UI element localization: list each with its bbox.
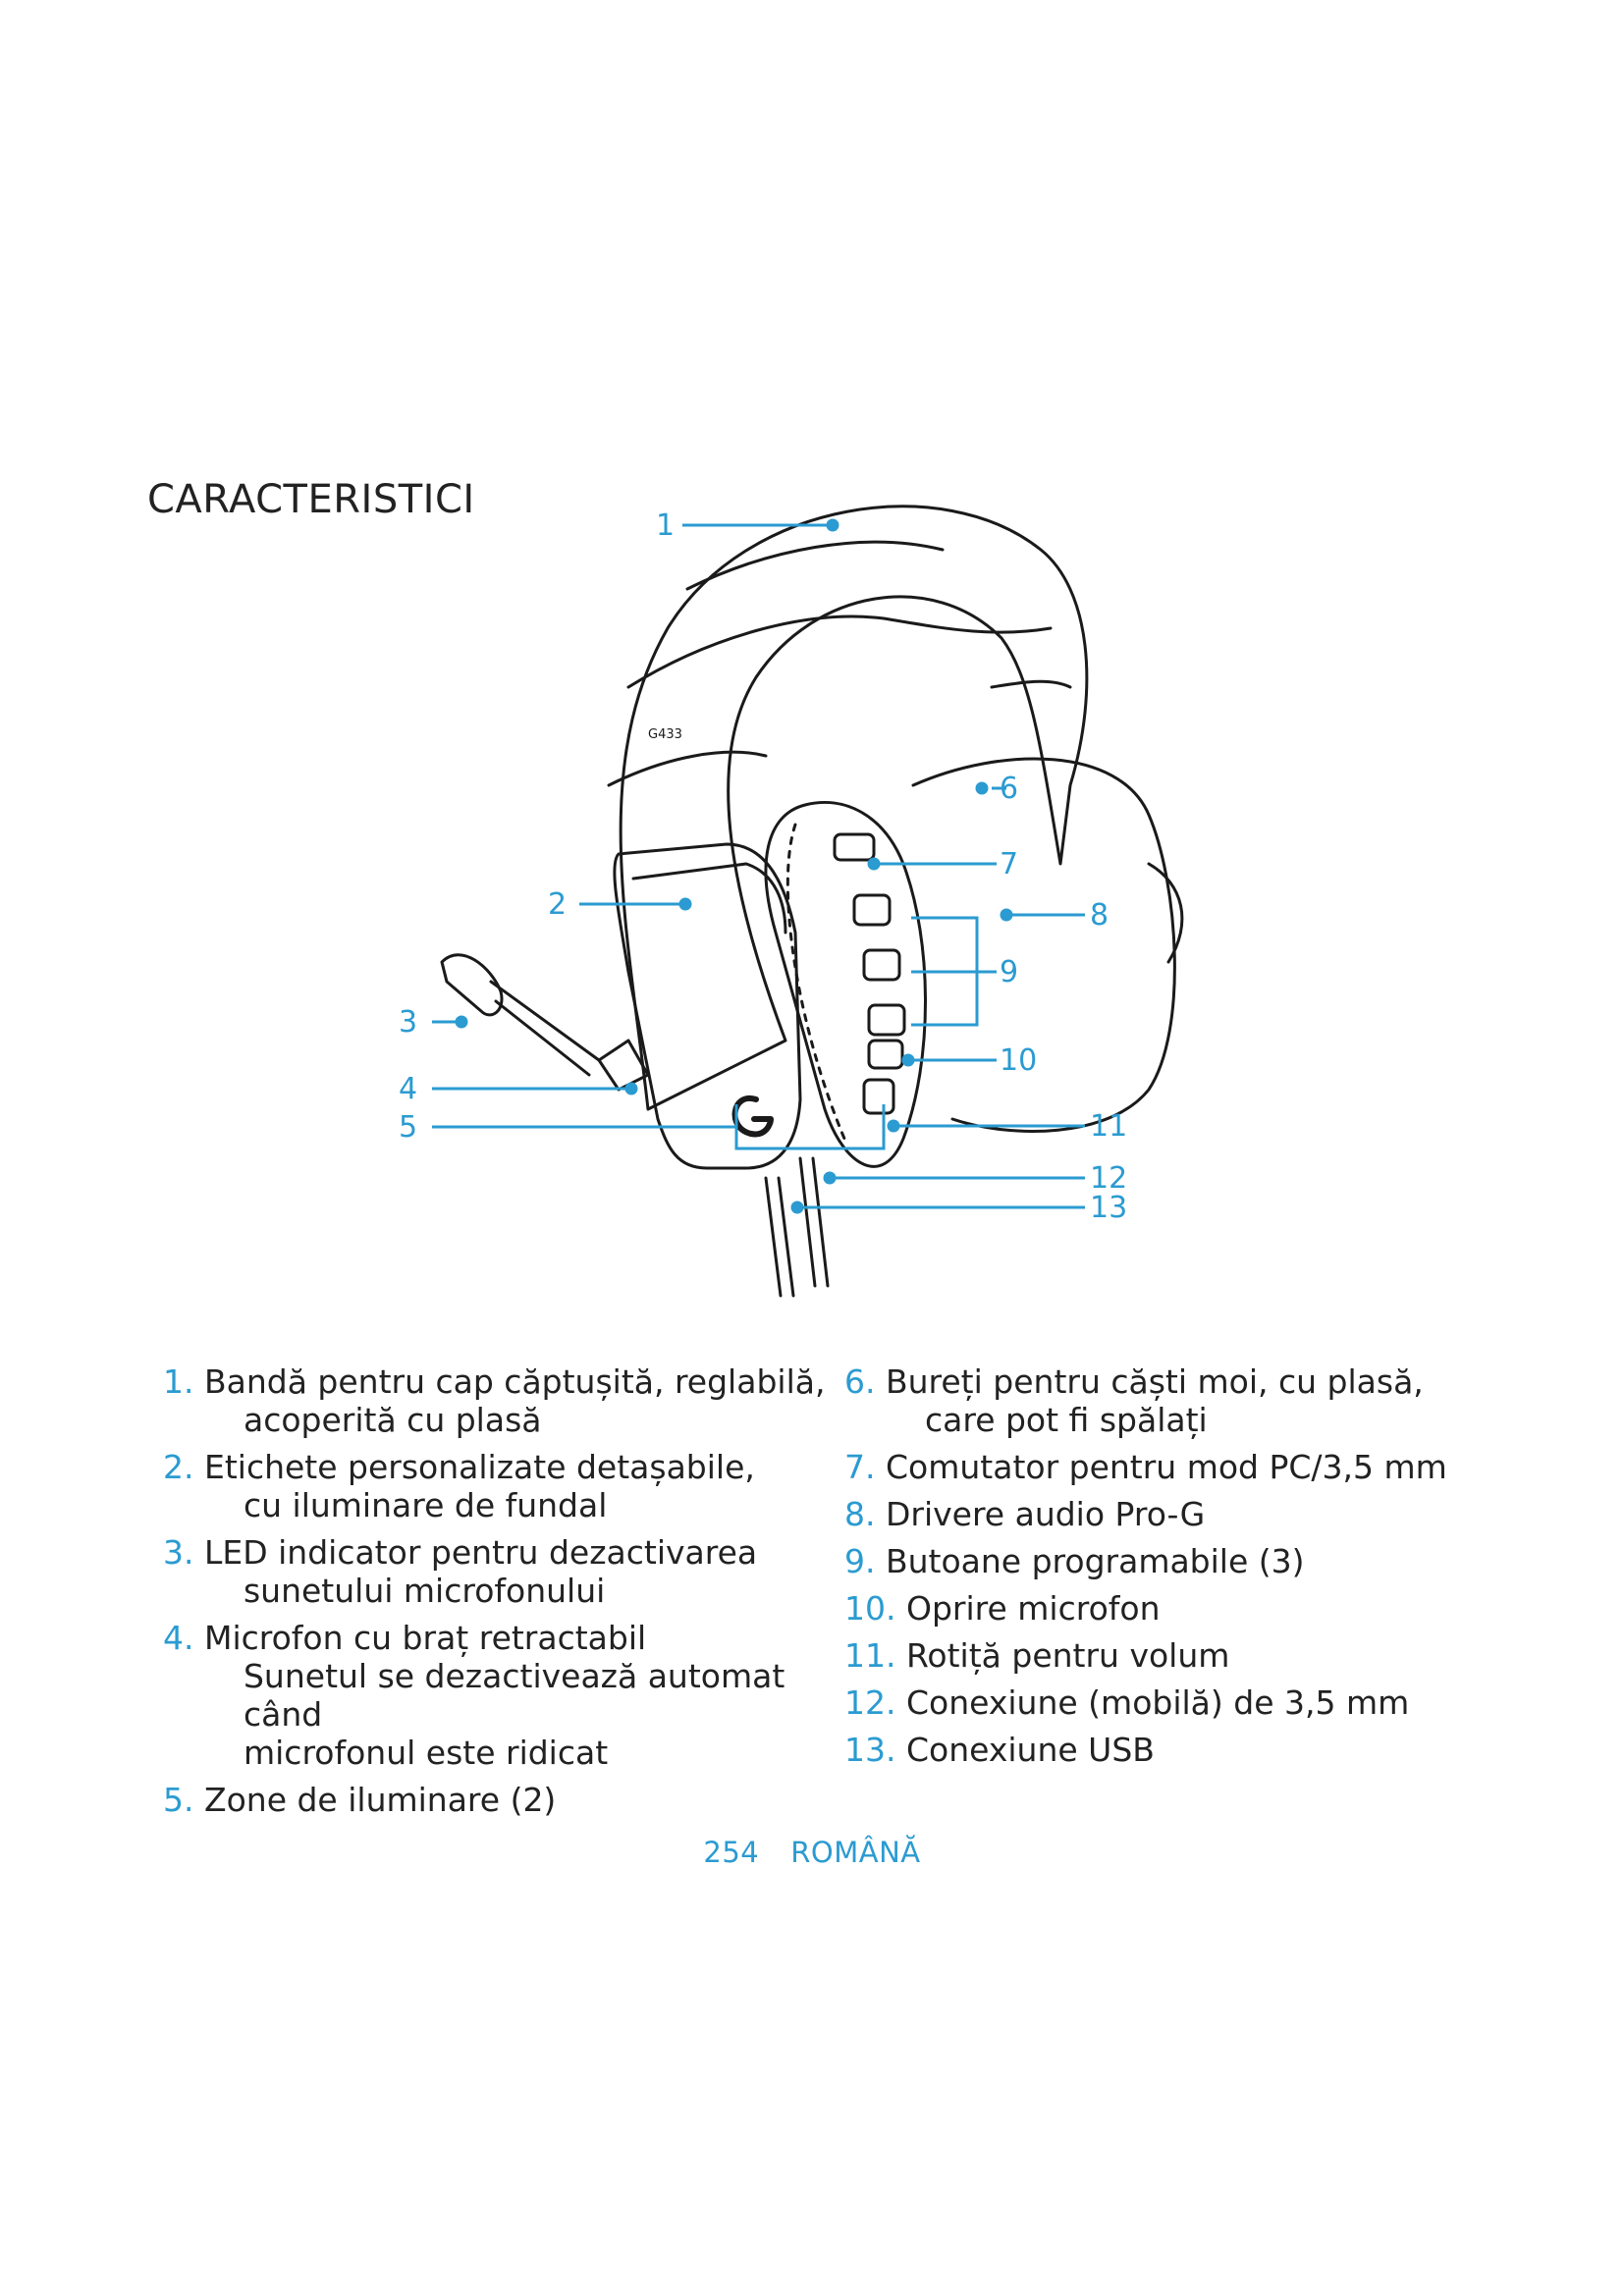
legend-item-line: acoperită cu plasă bbox=[243, 1401, 542, 1439]
cable-usb bbox=[764, 1176, 795, 1298]
legend-item-line: Microfon cu braț retractabil bbox=[203, 1619, 647, 1657]
near-earcup bbox=[764, 801, 927, 1168]
legend-item: 5. Zone de iluminare (2) bbox=[163, 1781, 831, 1819]
legend-item-number: 5. bbox=[163, 1781, 204, 1819]
cable-35mm bbox=[798, 1156, 830, 1288]
legend-item-line: microfonul este ridicat bbox=[243, 1734, 609, 1772]
callout-12: 12 bbox=[1090, 1161, 1127, 1196]
legend-item-number: 7. bbox=[844, 1448, 886, 1486]
legend-item: 1. Bandă pentru cap căptușită, reglabilă… bbox=[163, 1362, 831, 1439]
legend-item-text: Etichete personalizate detașabile,cu ilu… bbox=[204, 1448, 831, 1524]
legend-item-line: Etichete personalizate detașabile, bbox=[203, 1448, 755, 1486]
legend-right: 6. Bureți pentru căști moi, cu plasă,car… bbox=[844, 1362, 1473, 1778]
model-label: G433 bbox=[648, 727, 682, 742]
legend-item-number: 3. bbox=[163, 1533, 204, 1572]
legend-item-text: Bandă pentru cap căptușită, reglabilă,ac… bbox=[204, 1362, 831, 1439]
legend-item: 6. Bureți pentru căști moi, cu plasă,car… bbox=[844, 1362, 1473, 1439]
legend-item-line: LED indicator pentru dezactivarea bbox=[203, 1533, 758, 1572]
page-footer: 254 ROMÂNĂ bbox=[0, 1836, 1624, 1869]
headset-diagram: G433 1 2 3 4 5 6 7 8 9 10 11 bbox=[373, 471, 1237, 1355]
page-title: CARACTERISTICI bbox=[147, 477, 475, 522]
legend-item-text: Drivere audio Pro-G bbox=[886, 1495, 1473, 1533]
mic-tip bbox=[440, 953, 504, 1017]
legend-item-number: 9. bbox=[844, 1542, 886, 1580]
legend-item: 12. Conexiune (mobilă) de 3,5 mm bbox=[844, 1683, 1473, 1722]
legend-item-line: Comutator pentru mod PC/3,5 mm bbox=[885, 1448, 1447, 1486]
legend-item-line: Rotiță pentru volum bbox=[905, 1636, 1230, 1675]
callout-5: 5 bbox=[399, 1110, 417, 1145]
legend-item-text: Comutator pentru mod PC/3,5 mm bbox=[886, 1448, 1473, 1486]
callout-10: 10 bbox=[1000, 1043, 1037, 1078]
callout-13: 13 bbox=[1090, 1191, 1127, 1225]
legend-item-number: 8. bbox=[844, 1495, 886, 1533]
far-ear-cushion bbox=[911, 757, 1176, 1133]
legend-item-line: Drivere audio Pro-G bbox=[885, 1495, 1206, 1533]
legend-item-text: Oprire microfon bbox=[906, 1589, 1473, 1628]
legend-item-text: Conexiune (mobilă) de 3,5 mm bbox=[906, 1683, 1473, 1722]
legend-item: 7. Comutator pentru mod PC/3,5 mm bbox=[844, 1448, 1473, 1486]
legend-item: 11. Rotiță pentru volum bbox=[844, 1636, 1473, 1675]
legend-item-number: 1. bbox=[163, 1362, 204, 1401]
legend-item-line: Conexiune USB bbox=[905, 1731, 1155, 1769]
headset-drawing: G433 1 2 3 4 5 6 7 8 9 10 11 bbox=[399, 505, 1184, 1298]
legend-item: 13. Conexiune USB bbox=[844, 1731, 1473, 1769]
tag-plate bbox=[613, 842, 802, 1170]
legend-item-line: Bandă pentru cap căptușită, reglabilă, bbox=[203, 1362, 826, 1401]
legend-item: 9. Butoane programabile (3) bbox=[844, 1542, 1473, 1580]
legend-item-number: 4. bbox=[163, 1619, 204, 1657]
legend-item-line: Bureți pentru căști moi, cu plasă, bbox=[885, 1362, 1424, 1401]
legend-item-text: Butoane programabile (3) bbox=[886, 1542, 1473, 1580]
legend-item: 8. Drivere audio Pro-G bbox=[844, 1495, 1473, 1533]
legend-item-text: Bureți pentru căști moi, cu plasă,care p… bbox=[886, 1362, 1473, 1439]
legend-item-number: 11. bbox=[844, 1636, 906, 1675]
callout-3: 3 bbox=[399, 1005, 417, 1040]
callout-6: 6 bbox=[1000, 772, 1018, 806]
headband bbox=[619, 505, 1089, 1111]
logo-g bbox=[731, 1095, 774, 1138]
legend-item-number: 2. bbox=[163, 1448, 204, 1486]
legend-item: 10. Oprire microfon bbox=[844, 1589, 1473, 1628]
legend-left: 1. Bandă pentru cap căptușită, reglabilă… bbox=[163, 1362, 831, 1828]
legend-item-line: Sunetul se dezactivează automat când bbox=[243, 1657, 785, 1734]
footer-language: ROMÂNĂ bbox=[790, 1836, 921, 1869]
mic-boom bbox=[489, 980, 601, 1077]
callout-1: 1 bbox=[656, 508, 675, 543]
legend-item-number: 10. bbox=[844, 1589, 906, 1628]
legend-item-text: Conexiune USB bbox=[906, 1731, 1473, 1769]
legend-item-line: cu iluminare de fundal bbox=[243, 1486, 608, 1524]
callout-2: 2 bbox=[548, 887, 567, 922]
legend-item-text: Rotiță pentru volum bbox=[906, 1636, 1473, 1675]
legend-item-number: 6. bbox=[844, 1362, 886, 1401]
legend-item-text: Zone de iluminare (2) bbox=[204, 1781, 831, 1819]
legend-item-line: Oprire microfon bbox=[905, 1589, 1161, 1628]
legend-item-line: care pot fi spălați bbox=[924, 1401, 1208, 1439]
page-number: 254 bbox=[703, 1836, 760, 1869]
callout-4: 4 bbox=[399, 1072, 417, 1106]
legend-item: 2. Etichete personalizate detașabile,cu … bbox=[163, 1448, 831, 1524]
callout-9: 9 bbox=[1000, 955, 1018, 989]
callout-7: 7 bbox=[1000, 847, 1018, 881]
callout-11: 11 bbox=[1090, 1109, 1127, 1144]
legend-item-number: 13. bbox=[844, 1731, 906, 1769]
legend-item-line: Butoane programabile (3) bbox=[885, 1542, 1305, 1580]
callout-8: 8 bbox=[1090, 898, 1109, 933]
legend-item-line: Conexiune (mobilă) de 3,5 mm bbox=[905, 1683, 1410, 1722]
legend-item-line: Zone de iluminare (2) bbox=[203, 1781, 557, 1819]
legend-item-number: 12. bbox=[844, 1683, 906, 1722]
legend-item-line: sunetului microfonului bbox=[243, 1572, 606, 1610]
